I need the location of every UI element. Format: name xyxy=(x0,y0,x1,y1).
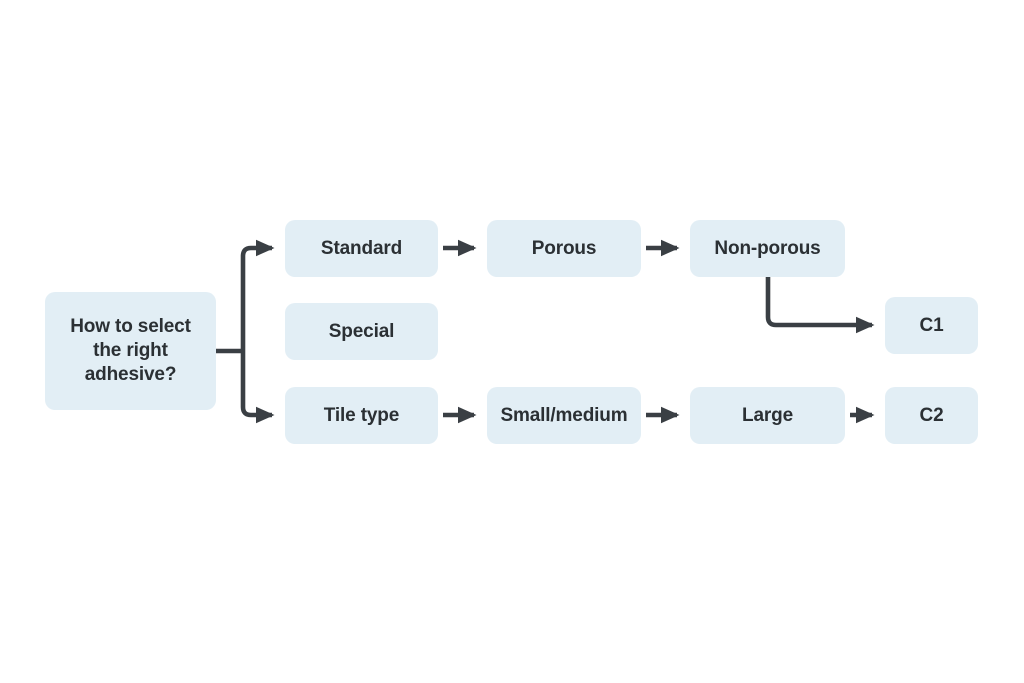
node-small-medium-label: Small/medium xyxy=(500,404,628,426)
node-standard-label: Standard xyxy=(320,237,403,259)
node-small-medium[interactable]: Small/medium xyxy=(487,387,641,444)
node-root[interactable]: How to select the right adhesive? xyxy=(45,292,216,410)
node-tile-type-label: Tile type xyxy=(323,404,400,426)
node-porous-label: Porous xyxy=(531,237,597,259)
node-porous[interactable]: Porous xyxy=(487,220,641,277)
node-c2[interactable]: C2 xyxy=(885,387,978,444)
edge-root-to-tile-type xyxy=(240,351,275,424)
node-c1[interactable]: C1 xyxy=(885,297,978,354)
edge-root-to-standard xyxy=(240,239,275,351)
node-non-porous-label: Non-porous xyxy=(714,237,821,259)
node-special[interactable]: Special xyxy=(285,303,438,360)
node-tile-type[interactable]: Tile type xyxy=(285,387,438,444)
node-large[interactable]: Large xyxy=(690,387,845,444)
edge-non-porous-to-c1 xyxy=(765,277,875,334)
node-c2-label: C2 xyxy=(919,404,944,426)
node-special-label: Special xyxy=(328,320,395,342)
node-non-porous[interactable]: Non-porous xyxy=(690,220,845,277)
node-root-label: How to select the right adhesive? xyxy=(70,316,191,385)
node-standard[interactable]: Standard xyxy=(285,220,438,277)
node-large-label: Large xyxy=(742,404,793,426)
node-c1-label: C1 xyxy=(919,314,944,336)
